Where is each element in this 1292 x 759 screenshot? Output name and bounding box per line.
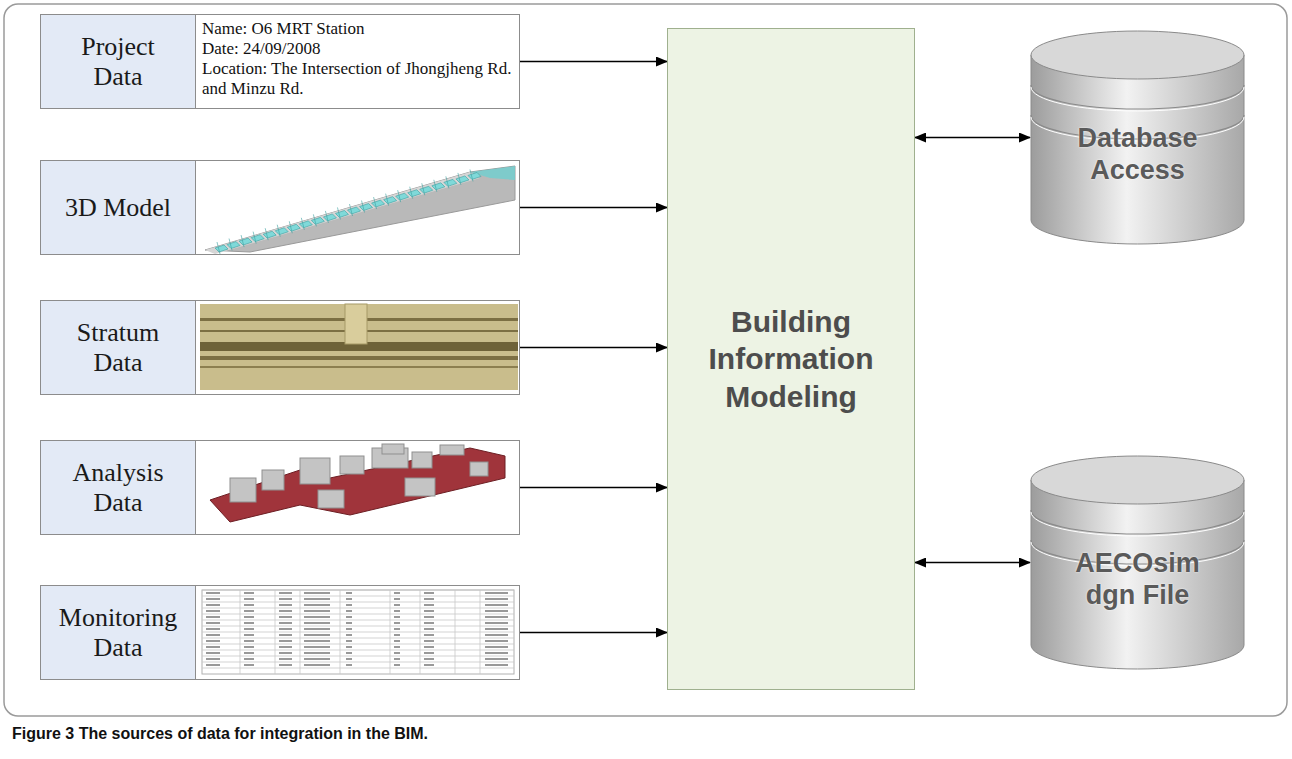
analysis-row: Analysis Data [40,440,520,535]
figure-caption: Figure 3 The sources of data for integra… [12,725,428,743]
image-cell: Name: O6 MRT StationDate: 24/09/2008Loca… [196,15,519,108]
label-cell: Project Data [41,15,196,108]
database-cylinder: Database Access [1030,30,1245,245]
row-label: Analysis Data [54,458,182,518]
model-illustration [205,166,515,254]
stratum-illustration [200,304,518,390]
arrow-connector [520,207,667,209]
bim-box: Building Information Modeling [667,28,915,690]
label-cell: 3D Model [41,161,196,254]
stratum-row: Stratum Data [40,300,520,395]
image-cell [196,161,519,254]
arrow-connector [915,137,1030,139]
arrow-connector [520,61,667,63]
row-label: Project Data [54,32,182,92]
label-cell: Monitoring Data [41,586,196,679]
analysis-illustration [210,444,505,522]
database-label: Database Access [1053,123,1223,185]
row-label: 3D Model [65,193,171,223]
arrow-connector [520,632,667,634]
label-cell: Analysis Data [41,441,196,534]
arrow-connector [915,562,1030,564]
image-cell [196,441,519,534]
label-cell: Stratum Data [41,301,196,394]
database-label: AECOsim dgn File [1053,548,1223,610]
monitoring-illustration [202,590,514,674]
bim-title: Building Information Modeling [691,303,891,416]
model-row: 3D Model [40,160,520,255]
figure-frame [4,4,1287,716]
project-data-row: Project DataName: O6 MRT StationDate: 24… [40,14,520,109]
database-cylinder: AECOsim dgn File [1030,455,1245,670]
project-info: Date: 24/09/2008 [202,39,513,59]
image-cell [196,301,519,394]
image-cell [196,586,519,679]
arrow-connector [520,347,667,349]
project-info: Location: The Intersection of Jhongjheng… [202,59,513,99]
project-info: Name: O6 MRT Station [202,19,513,39]
row-label: Monitoring Data [54,603,182,663]
row-label: Stratum Data [54,318,182,378]
arrow-connector [520,487,667,489]
monitoring-row: Monitoring Data [40,585,520,680]
